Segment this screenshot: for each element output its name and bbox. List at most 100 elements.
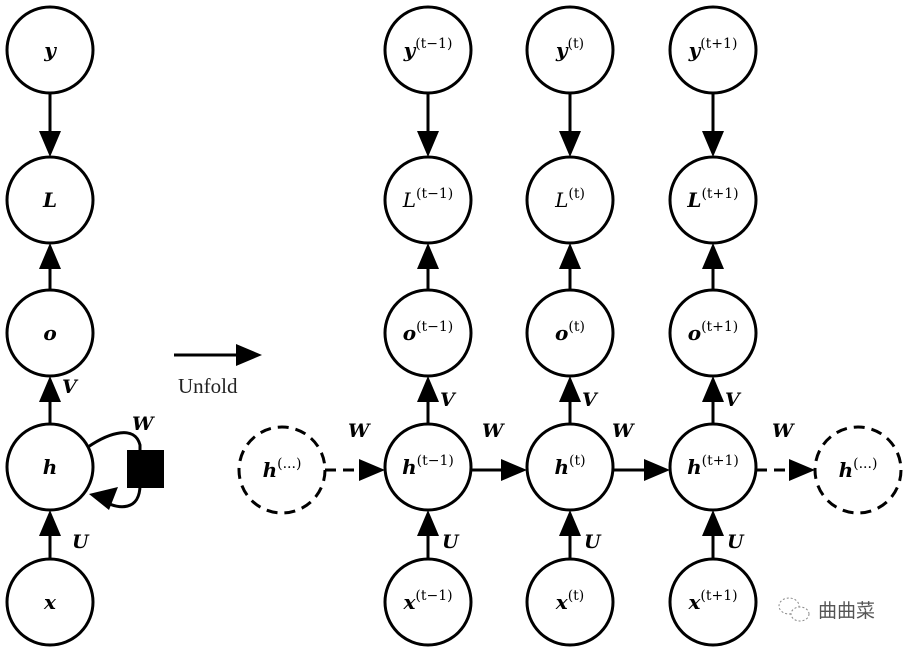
node-o-t+1 <box>668 288 758 378</box>
node-label-L-t-1: L(t−1) <box>402 186 453 212</box>
arrowhead-icon <box>789 459 815 481</box>
arrowhead-icon <box>417 243 439 269</box>
node-x <box>5 557 95 647</box>
edge-x-to-h-t-1 <box>417 510 439 559</box>
edge-o-to-L <box>39 243 61 290</box>
arrowhead-icon <box>559 376 581 402</box>
node-label-o: o <box>43 321 56 345</box>
edge-label-W-3: W <box>772 420 795 442</box>
edge-y-to-L-t+1 <box>702 93 724 157</box>
arrowhead-icon <box>559 243 581 269</box>
arrowhead-icon <box>559 131 581 157</box>
node-label-h-t+1: h(t+1) <box>687 453 739 479</box>
edge-o-to-L-t-1 <box>417 243 439 290</box>
arrowhead-icon <box>417 131 439 157</box>
node-x-t <box>525 557 615 647</box>
arrowhead-icon <box>702 510 724 536</box>
node-label-o-t: o(t) <box>555 319 585 345</box>
node-label-x: x <box>43 590 57 614</box>
node-label-h-next-ellipsis: h(...) <box>839 456 878 482</box>
edge-y-to-L-t-1 <box>417 93 439 157</box>
arrowhead-icon <box>39 510 61 536</box>
arrowhead-icon <box>39 243 61 269</box>
edge-y-to-L <box>39 93 61 157</box>
delay-square-icon <box>127 450 164 488</box>
node-label-y-t-1: y(t−1) <box>403 36 453 62</box>
arrowhead-icon <box>417 376 439 402</box>
edge-x-to-h-t <box>559 510 581 559</box>
node-label-h: h <box>43 455 58 479</box>
edge-label-V-t-1: V <box>440 389 457 411</box>
node-label-L-t: L(t) <box>554 186 585 212</box>
node-h-t-1 <box>383 422 473 512</box>
watermark-text: 曲曲菜 <box>818 600 875 622</box>
edge-label-V-t: V <box>582 389 599 411</box>
edge-y-to-L-t <box>559 93 581 157</box>
unfold-label: Unfold <box>178 374 238 398</box>
node-o-t-1 <box>383 288 473 378</box>
arrowhead-icon <box>702 376 724 402</box>
edge-label-V-t+1: V <box>725 389 742 411</box>
edge-h-to-o <box>39 376 61 424</box>
node-label-h-t-1: h(t−1) <box>402 453 454 479</box>
node-y-t <box>525 5 615 95</box>
node-label-x-t+1: x(t+1) <box>687 588 737 614</box>
node-label-x-t: x(t) <box>555 588 585 614</box>
edge-label-U: U <box>72 531 90 553</box>
edge-label-U-t+1: U <box>727 531 745 553</box>
node-label-x-t-1: x(t−1) <box>402 588 452 614</box>
node-h <box>5 422 95 512</box>
arrowhead-icon <box>702 243 724 269</box>
edge-x-to-h-t+1 <box>702 510 724 559</box>
edge-label-W-0: W <box>348 420 371 442</box>
edge-o-to-L-t+1 <box>702 243 724 290</box>
edge-label-U-t: U <box>584 531 602 553</box>
arrowhead-icon <box>559 510 581 536</box>
node-y <box>5 5 95 95</box>
edge-h-t-1-to-h-t <box>471 459 527 481</box>
arrowhead-icon <box>359 459 385 481</box>
edge-h-to-o-t <box>559 376 581 424</box>
node-label-h-t: h(t) <box>554 453 585 479</box>
watermark: 曲曲菜 <box>778 597 875 622</box>
arrowhead-icon <box>236 344 262 366</box>
edge-h-to-o-t-1 <box>417 376 439 424</box>
node-L-t-1 <box>383 155 473 245</box>
edge-label-W: W <box>132 413 155 435</box>
node-h-t+1 <box>668 422 758 512</box>
node-h-prev-ellipsis <box>237 425 327 515</box>
node-label-o-t+1: o(t+1) <box>688 319 739 345</box>
edge-label-V: V <box>62 376 79 398</box>
node-label-h-prev-ellipsis: h(...) <box>263 456 302 482</box>
edge-h-t-to-h-t+1 <box>613 459 670 481</box>
unfold-arrow <box>174 344 262 366</box>
edge-label-W-2: W <box>612 420 635 442</box>
node-h-next-ellipsis <box>813 425 903 515</box>
arrowhead-icon <box>89 487 118 510</box>
edge-label-W-1: W <box>482 420 505 442</box>
arrowhead-icon <box>39 131 61 157</box>
edge-x-to-h <box>39 510 61 559</box>
edge-h-prev-to-h-t-1 <box>325 459 385 481</box>
edge-label-U-t-1: U <box>442 531 460 553</box>
node-o <box>5 288 95 378</box>
edge-h-to-o-t+1 <box>702 376 724 424</box>
node-label-L-t+1: L(t+1) <box>686 186 738 212</box>
edge-o-to-L-t <box>559 243 581 290</box>
node-x-t-1 <box>383 557 473 647</box>
arrowhead-icon <box>39 376 61 402</box>
node-h-t <box>525 422 615 512</box>
edge-h-recurrent <box>87 431 164 510</box>
node-label-y-t: y(t) <box>555 36 584 62</box>
edge-h-t+1-to-h-next <box>756 459 815 481</box>
node-L <box>5 155 95 245</box>
node-o-t <box>525 288 615 378</box>
node-label-o-t-1: o(t−1) <box>403 319 454 345</box>
wechat-icon <box>778 597 810 622</box>
node-label-L: L <box>42 188 57 212</box>
arrowhead-icon <box>417 510 439 536</box>
node-y-t+1 <box>668 5 758 95</box>
node-L-t <box>525 155 615 245</box>
node-label-y: y <box>43 38 57 62</box>
